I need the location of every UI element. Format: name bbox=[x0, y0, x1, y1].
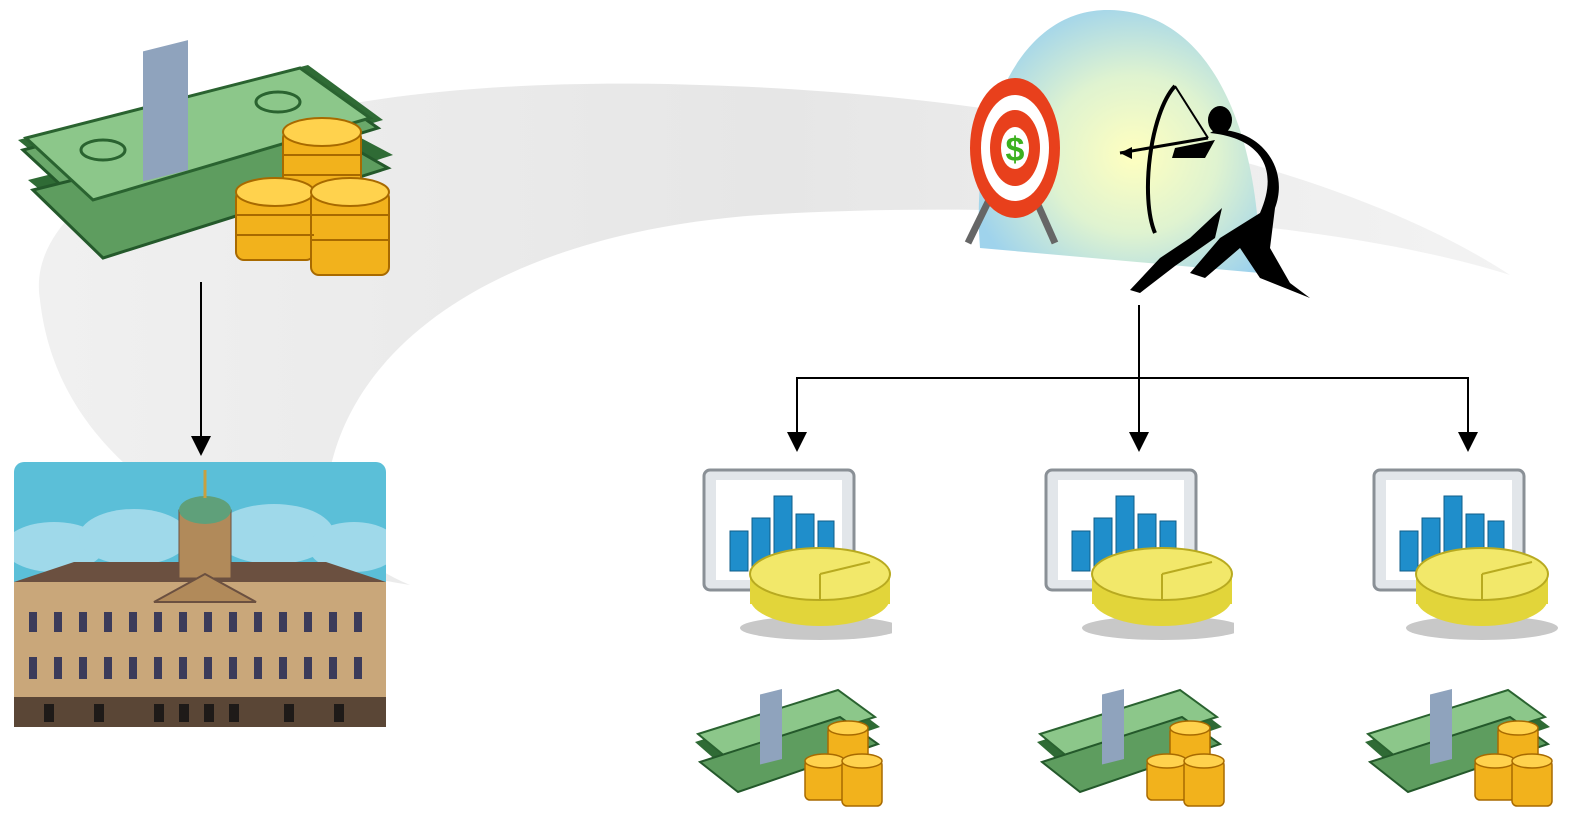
light-burst bbox=[978, 9, 1260, 273]
archer-silhouette bbox=[1119, 84, 1310, 298]
coin-stacks bbox=[235, 117, 390, 276]
money-stack-coins-icon bbox=[8, 30, 398, 285]
archer-target-dollar-icon: $ bbox=[960, 8, 1320, 303]
palace-building-icon bbox=[14, 462, 386, 727]
clouds bbox=[14, 504, 386, 572]
branch-1-report-icon bbox=[702, 466, 892, 644]
branch-3-money-icon bbox=[1360, 682, 1556, 812]
branch-2-money-icon bbox=[1032, 682, 1228, 812]
branch-3-report-icon bbox=[1372, 466, 1562, 644]
branch-1-money-icon bbox=[690, 682, 886, 812]
arches bbox=[44, 704, 344, 722]
windows bbox=[29, 612, 362, 679]
target: $ bbox=[964, 78, 1060, 245]
dollar-symbol: $ bbox=[1006, 131, 1025, 169]
branch-2-report-icon bbox=[1044, 466, 1234, 644]
